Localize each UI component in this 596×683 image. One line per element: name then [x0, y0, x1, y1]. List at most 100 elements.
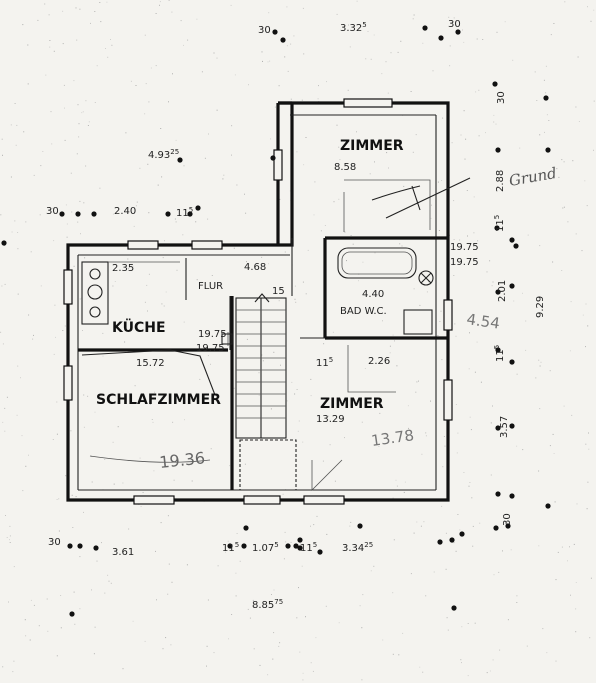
speckle-dot	[468, 368, 470, 370]
speckle-dot	[419, 304, 421, 306]
kitchen-fixtures	[81, 261, 180, 325]
speckle-dot	[585, 443, 587, 445]
speckle-dot	[539, 245, 541, 247]
dimension-dot	[493, 525, 499, 531]
speckle-dot	[155, 13, 157, 14]
speckle-dot	[419, 666, 421, 668]
dim-right-30b: 30	[502, 513, 513, 526]
speckle-dot	[489, 670, 491, 672]
speckle-dot	[453, 239, 455, 240]
speckle-dot	[386, 152, 388, 154]
speckle-dot	[104, 459, 106, 460]
speckle-dot	[453, 275, 455, 276]
speckle-dot	[79, 8, 81, 10]
speckle-dot	[195, 221, 197, 223]
speckle-dot	[324, 225, 326, 226]
speckle-dot	[279, 198, 281, 200]
speckle-dot	[552, 433, 554, 435]
speckle-dot	[49, 46, 51, 48]
speckle-dot	[332, 331, 334, 333]
speckle-dot	[144, 301, 146, 303]
speckle-dot	[270, 408, 272, 410]
speckle-dot	[593, 100, 595, 102]
speckle-dot	[182, 234, 184, 236]
speckle-dot	[526, 645, 528, 647]
speckle-dot	[145, 83, 147, 85]
dim-right-357: 3.57	[499, 416, 510, 438]
speckle-dot	[425, 432, 427, 434]
speckle-dot	[135, 85, 137, 86]
speckle-dot	[294, 285, 296, 287]
dim-total-885: 8.8575	[252, 598, 283, 611]
speckle-dot	[246, 261, 247, 263]
speckle-dot	[173, 479, 175, 481]
speckle-dot	[30, 599, 32, 601]
speckle-dot	[590, 577, 592, 579]
speckle-dot	[492, 281, 494, 283]
speckle-dot	[449, 45, 451, 47]
speckle-dot	[148, 273, 150, 275]
speckle-dot	[549, 445, 551, 447]
speckle-dot	[460, 659, 462, 661]
speckle-dot	[473, 232, 475, 234]
speckle-dot	[350, 235, 352, 236]
speckle-dot	[187, 39, 189, 41]
speckle-dot	[28, 314, 30, 316]
speckle-dot	[415, 134, 417, 136]
speckle-dot	[267, 299, 269, 301]
speckle-dot	[548, 120, 550, 121]
speckle-dot	[167, 593, 169, 595]
speckle-dot	[60, 595, 62, 596]
speckle-dot	[15, 144, 17, 146]
speckle-dot	[437, 181, 439, 183]
speckle-dot	[231, 154, 232, 156]
speckle-dot	[66, 236, 68, 238]
dimension-dot	[449, 537, 455, 543]
speckle-dot	[128, 528, 130, 530]
speckle-dot	[110, 39, 111, 40]
speckle-dot	[272, 658, 274, 660]
dimension-dot	[297, 545, 303, 551]
speckle-dot	[4, 407, 6, 409]
speckle-dot	[392, 653, 394, 655]
dim-left-493: 4.9325	[148, 148, 179, 161]
speckle-dot	[216, 109, 218, 111]
speckle-dot	[421, 453, 423, 455]
speckle-dot	[286, 45, 288, 47]
speckle-dot	[175, 139, 177, 141]
speckle-dot	[186, 564, 188, 566]
speckle-dot	[64, 139, 66, 141]
speckle-dot	[485, 132, 486, 134]
speckle-dot	[402, 632, 404, 634]
speckle-dot	[467, 623, 469, 624]
speckle-dot	[60, 627, 62, 629]
speckle-dot	[349, 46, 351, 48]
speckle-dot	[401, 245, 403, 247]
speckle-dot	[302, 281, 304, 283]
speckle-dot	[112, 285, 114, 287]
speckle-dot	[65, 475, 67, 477]
speckle-dot	[576, 503, 578, 505]
speckle-dot	[449, 65, 451, 67]
speckle-dot	[536, 100, 538, 101]
speckle-dot	[445, 532, 447, 534]
speckle-dot	[29, 639, 31, 641]
speckle-dot	[563, 161, 565, 163]
speckle-dot	[210, 363, 211, 365]
speckle-dot	[522, 292, 523, 294]
speckle-dot	[466, 190, 468, 191]
speckle-dot	[554, 501, 556, 503]
speckle-dot	[142, 492, 144, 493]
speckle-dot	[475, 91, 477, 93]
speckle-dot	[90, 22, 91, 24]
speckle-dot	[403, 185, 405, 187]
speckle-dot	[236, 184, 238, 186]
speckle-dot	[164, 240, 165, 242]
bathroom-fixtures	[337, 247, 434, 335]
speckle-dot	[349, 525, 351, 527]
speckle-dot	[206, 665, 207, 667]
speckle-dot	[336, 13, 338, 15]
speckle-dot	[268, 263, 269, 265]
speckle-dot	[464, 158, 466, 160]
